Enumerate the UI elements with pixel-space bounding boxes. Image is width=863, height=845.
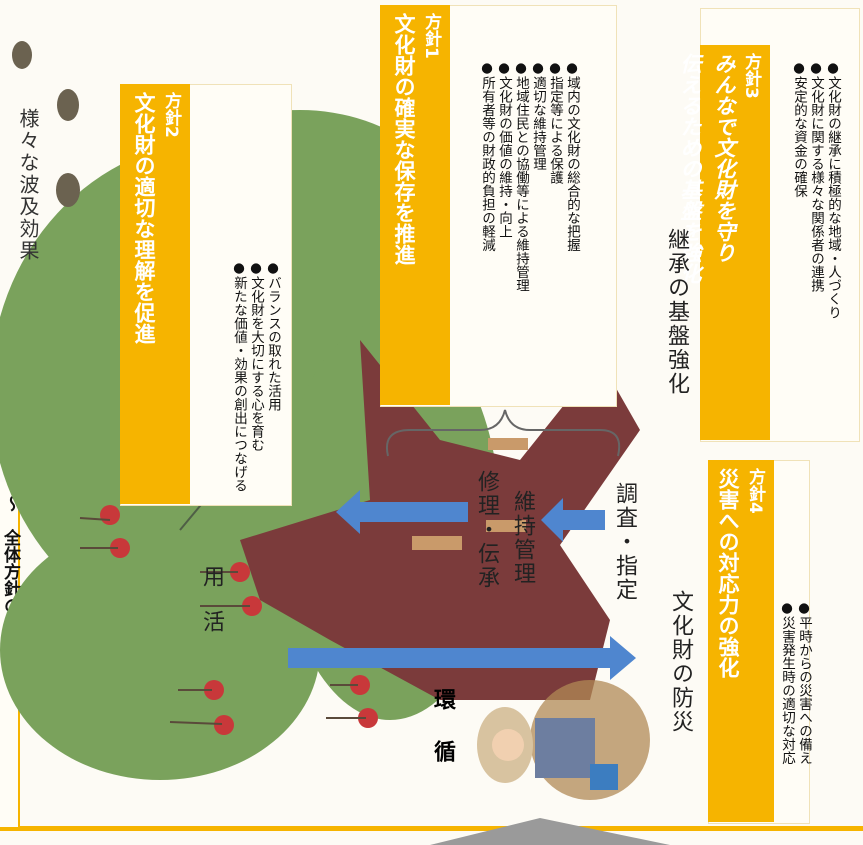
policy1-number: 方針1: [421, 13, 441, 59]
label-shuri: 修理・伝承: [474, 470, 499, 590]
policy2-header: 方針2 文化財の適切な理解を促進: [120, 84, 190, 504]
policy3-header: 方針3 みんなで文化財を守り 伝えるための基盤を強化: [678, 45, 770, 440]
list-item: バランスの取れた活用: [264, 260, 281, 500]
policy3-title-line2: 伝えるための基盤を強化: [678, 53, 702, 284]
cherry-group: [100, 505, 378, 735]
policy1-title: 文化財の確実な保存を推進: [392, 13, 416, 265]
policy4-items: 平時からの災害への備え 災害発生時の適切な対応: [778, 600, 812, 820]
policy2-title: 文化財の適切な理解を促進: [132, 92, 156, 344]
policy1-bracket: [386, 409, 621, 457]
policy4-title: 災害への対応力の強化: [716, 468, 740, 678]
gardener-figure: [477, 707, 618, 790]
list-item: 災害発生時の適切な対応: [778, 600, 795, 820]
policy2-number: 方針2: [161, 92, 181, 138]
label-junkan-2: 環: [430, 688, 455, 712]
policy1-items: 域内の文化財の総合的な把握 指定等による保護 適切な維持管理 地域住民との協働等…: [478, 60, 580, 400]
effects-label: 様々な波及効果: [16, 108, 40, 262]
policy3-number: 方針3: [741, 53, 761, 99]
bird-group: [12, 41, 80, 207]
list-item: 所有者等の財政的負担の軽減: [478, 60, 495, 400]
bottom-gray-arrow: [430, 818, 670, 845]
label-katsuyo-1: 活: [199, 610, 224, 634]
policy4-number: 方針4: [745, 468, 765, 514]
blue-arrows: [288, 490, 636, 680]
policy2-items: バランスの取れた活用 文化財を大切にする心を育む 新たな価値・効果の創出につなげ…: [230, 260, 281, 500]
list-item: 域内の文化財の総合的な把握: [563, 60, 580, 400]
list-item: 適切な維持管理: [529, 60, 546, 400]
list-item: 指定等による保護: [546, 60, 563, 400]
policy4-header: 方針4 災害への対応力の強化: [708, 460, 774, 822]
list-item: 安定的な資金の確保: [790, 60, 807, 435]
list-item: 平時からの災害への備え: [795, 600, 812, 820]
list-item: 文化財の継承に積極的な地域・人づくり: [824, 60, 841, 435]
list-item: 新たな価値・効果の創出につなげる: [230, 260, 247, 500]
policy1-header: 方針1 文化財の確実な保存を推進: [380, 5, 450, 405]
policy3-items: 文化財の継承に積極的な地域・人づくり 文化財に関する様々な関係者の連携 安定的な…: [790, 60, 841, 435]
label-iji: 維持管理: [510, 490, 535, 586]
list-item: 文化財に関する様々な関係者の連携: [807, 60, 824, 435]
policy3-title-line1: みんなで文化財を守り: [712, 53, 736, 263]
label-katsuyo-2: 用: [199, 565, 224, 589]
list-item: 文化財を大切にする心を育む: [247, 260, 264, 500]
list-item: 地域住民との協働等による維持管理: [512, 60, 529, 400]
list-item: 文化財の価値の維持・向上: [495, 60, 512, 400]
label-chosa: 調査・指定: [612, 482, 637, 602]
label-bousai: 文化財の防災: [668, 590, 693, 734]
bottom-rule: [0, 826, 863, 831]
label-keisho: 継承の基盤強化: [664, 228, 689, 396]
label-junkan-1: 循: [430, 740, 455, 764]
